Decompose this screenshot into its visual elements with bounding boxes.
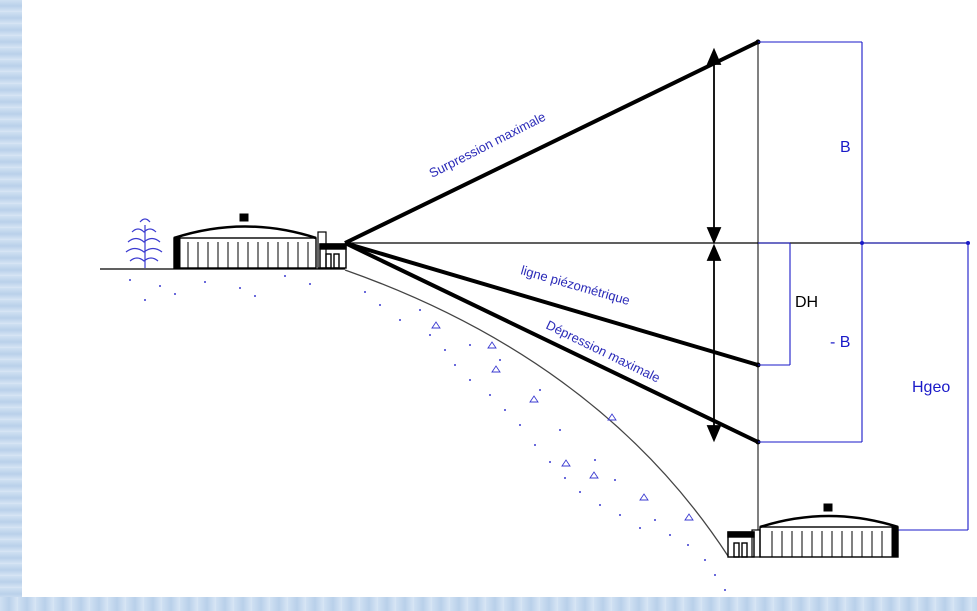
upper-double-arrow: [706, 47, 722, 245]
lower-double-arrow: [706, 243, 722, 443]
surpression-label: Surpression maximale: [427, 109, 548, 181]
dh-label: DH: [795, 294, 818, 311]
tree-icon: [125, 218, 163, 268]
bottom-border: [0, 597, 977, 611]
surpression-line: [344, 40, 759, 245]
soil-dots-slope: [364, 291, 726, 591]
left-border: [0, 0, 22, 611]
upper-reservoir-icon: [173, 213, 327, 269]
dimension-lines: [758, 41, 969, 531]
soil-dots-upper: [129, 275, 311, 301]
lower-reservoir-icon: [751, 503, 899, 558]
dimension-ticks: [860, 241, 970, 245]
soil-triangles-slope: [431, 321, 694, 521]
piezometric-line: [344, 241, 759, 367]
hillside-curve: [344, 269, 729, 557]
lower-valve-house-icon: [727, 531, 755, 558]
hgeo-label: Hgeo: [912, 379, 950, 396]
b-upper-label: B: [840, 139, 851, 156]
upper-valve-house-icon: [319, 243, 347, 269]
depression-line: [344, 241, 759, 444]
b-lower-label: - B: [830, 334, 850, 351]
depression-label: Dépression maximale: [544, 317, 663, 385]
